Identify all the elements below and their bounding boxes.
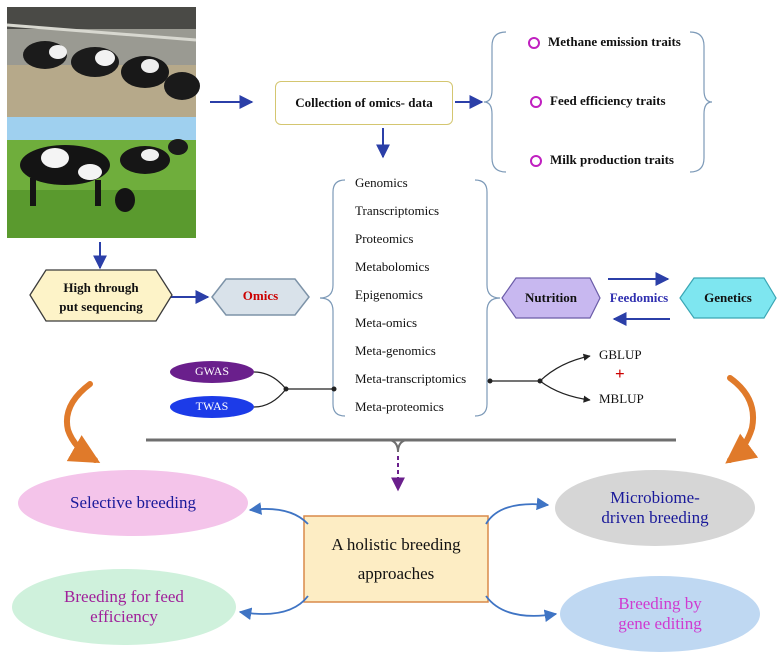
holistic-line-2: approaches <box>357 564 435 583</box>
selective-oval <box>18 470 248 536</box>
cows-in-barn-photo <box>6 7 200 117</box>
omics-list: Genomics Transcriptomics Proteomics Meta… <box>355 169 495 421</box>
sequencing-line-1: High through <box>63 280 139 295</box>
cows-grazing-photo <box>7 117 196 238</box>
selective-breeding-text: Selective breeding <box>18 470 248 536</box>
holistic-label: A holistic breeding approaches <box>304 530 488 588</box>
genetics-hexagon <box>679 277 777 319</box>
omics-item-metabolomics: Metabolomics <box>355 259 430 274</box>
holistic-line-1: A holistic breeding <box>331 535 461 554</box>
omics-item-meta-genomics: Meta-genomics <box>355 343 436 358</box>
ring-bullet-icon <box>530 155 542 168</box>
microbiome-line-1: Microbiome- <box>610 488 700 507</box>
omics-item-meta-proteomics: Meta-proteomics <box>355 399 444 414</box>
omics-item-genomics: Genomics <box>355 175 408 190</box>
gwas-pill <box>170 361 254 383</box>
collection-box: Collection of omics- data <box>275 81 453 125</box>
gene-editing-text: Breeding by gene editing <box>560 576 760 652</box>
trait-feed-efficiency: Feed efficiency traits <box>530 93 666 109</box>
omics-item-proteomics: Proteomics <box>355 231 414 246</box>
trait-methane: Methane emission traits <box>528 34 681 50</box>
trait-methane-label: Methane emission traits <box>548 34 681 49</box>
feed-oval <box>12 569 236 645</box>
omics-item-meta-transcriptomics: Meta-transcriptomics <box>355 371 467 386</box>
feedomics-label: Feedomics <box>609 290 669 305</box>
ring-bullet-icon <box>528 37 540 50</box>
genetics-label: Genetics <box>704 290 752 305</box>
gene-line-2: gene editing <box>618 614 702 633</box>
ring-bullet-icon <box>530 96 542 109</box>
gene-oval <box>560 576 760 652</box>
collection-label: Collection of omics- data <box>295 95 433 110</box>
trait-milk-label: Milk production traits <box>550 152 674 167</box>
omics-item-transcriptomics: Transcriptomics <box>355 203 440 218</box>
gene-line-1: Breeding by <box>618 594 702 613</box>
trait-feed-label: Feed efficiency traits <box>550 93 666 108</box>
holistic-box <box>303 515 489 603</box>
microbiome-breeding-text: Microbiome- driven breeding <box>555 470 755 546</box>
feed-breeding-text: Breeding for feed efficiency <box>12 569 236 645</box>
omics-item-meta-omics: Meta-omics <box>355 315 418 330</box>
twas-pill <box>170 396 254 418</box>
nutrition-hexagon <box>501 277 601 319</box>
mblup-label: MBLUP <box>599 391 644 406</box>
sequencing-line-2: put sequencing <box>59 299 143 314</box>
gwas-label: GWAS <box>194 364 229 378</box>
feed-line-2: efficiency <box>90 607 158 626</box>
microbiome-oval <box>555 470 755 546</box>
selective-label: Selective breeding <box>69 493 197 512</box>
omics-label: Omics <box>242 288 279 303</box>
omics-item-epigenomics: Epigenomics <box>355 287 423 302</box>
sequencing-hexagon <box>29 269 173 322</box>
plus-sign: + <box>615 364 625 383</box>
trait-milk-production: Milk production traits <box>530 152 674 168</box>
feed-line-1: Breeding for feed <box>64 587 184 606</box>
gblup-label: GBLUP <box>599 347 642 362</box>
sequencing-label: High through put sequencing <box>46 278 156 316</box>
omics-hexagon <box>211 278 310 316</box>
microbiome-line-2: driven breeding <box>601 508 709 527</box>
twas-label: TWAS <box>195 399 229 413</box>
nutrition-label: Nutrition <box>525 290 577 305</box>
